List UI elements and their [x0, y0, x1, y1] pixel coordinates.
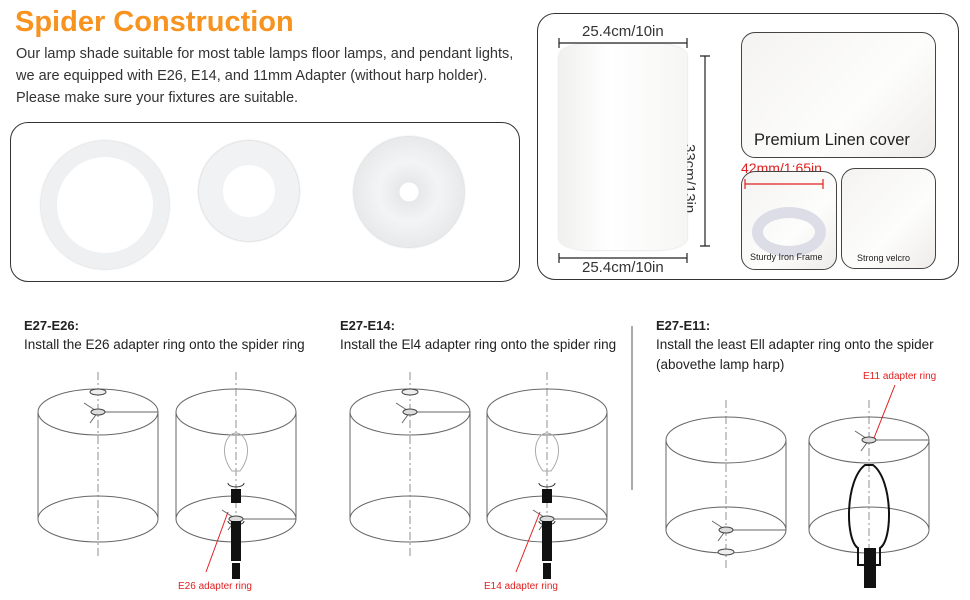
page-title: Spider Construction — [15, 6, 294, 38]
shade-side-lines — [665, 440, 787, 530]
adapter-ring-bottom — [717, 548, 735, 556]
shade-side-lines — [37, 412, 159, 519]
callout-label: E11 adapter ring — [863, 371, 937, 382]
dimensions-panel: 25.4cm/10in 25.4cm/10in 33cm/13in Premiu… — [537, 13, 959, 280]
bottom-width-label: 25.4cm/10in — [582, 259, 664, 276]
e11-adapter-ring-image — [354, 137, 464, 247]
callout-line — [205, 511, 229, 573]
iron-frame-tile: Sturdy Iron Frame — [741, 171, 837, 270]
spider-ring — [402, 408, 418, 416]
shade-side-lines — [808, 440, 930, 530]
adapter-piece — [231, 489, 241, 503]
lamp-harp — [847, 464, 891, 566]
socket-fitting — [231, 521, 241, 561]
callout-line — [873, 384, 896, 439]
step-text: Install the least Ell adapter ring onto … — [656, 337, 934, 352]
step-text: Install the El4 adapter ring onto the sp… — [340, 337, 617, 352]
lamp-shade-image — [559, 44, 687, 250]
intro-line: Our lamp shade suitable for most table l… — [16, 46, 514, 62]
adapter-ring-top — [89, 388, 107, 396]
callout-label: E14 adapter ring — [484, 581, 558, 592]
iron-frame-ring-image — [752, 207, 826, 257]
socket-fitting — [542, 521, 552, 561]
step-text: Install the E26 adapter ring onto the sp… — [24, 337, 305, 352]
frame-size-line — [744, 179, 824, 189]
adapter-rings-panel — [10, 122, 520, 282]
iron-frame-label: Sturdy Iron Frame — [750, 252, 823, 262]
linen-cover-label: Premium Linen cover — [754, 131, 910, 149]
socket-base — [232, 563, 240, 579]
spider-ring — [718, 526, 734, 534]
shade-side-lines — [486, 412, 608, 519]
callout-line — [515, 511, 541, 573]
intro-line: Please make sure your fixtures are suita… — [16, 90, 299, 106]
step-heading: E27-E14: — [340, 318, 395, 333]
step-heading: E27-E11: — [656, 318, 711, 333]
linen-cover-tile: Premium Linen cover — [741, 32, 936, 158]
shade-side-lines — [175, 412, 297, 519]
spider-ring — [861, 436, 877, 444]
adapter-ring-top — [401, 388, 419, 396]
dimension-lines — [558, 38, 710, 263]
light-bulb-icon — [223, 432, 249, 472]
intro-line: we are equipped with E26, E14, and 11mm … — [16, 68, 488, 84]
socket-fitting — [864, 548, 876, 588]
velcro-label: Strong velcro — [857, 253, 911, 263]
top-width-label: 25.4cm/10in — [582, 23, 664, 40]
velcro-tile: Strong velcro — [841, 168, 936, 269]
step-text: (abovethe lamp harp) — [656, 357, 785, 372]
socket-base — [543, 563, 551, 579]
spider-ring — [90, 408, 106, 416]
callout-label: E26 adapter ring — [178, 581, 252, 592]
step-heading: E27-E26: — [24, 318, 79, 333]
shade-side-lines — [349, 412, 471, 519]
adapter-piece — [542, 489, 552, 503]
light-bulb-icon — [534, 432, 560, 472]
